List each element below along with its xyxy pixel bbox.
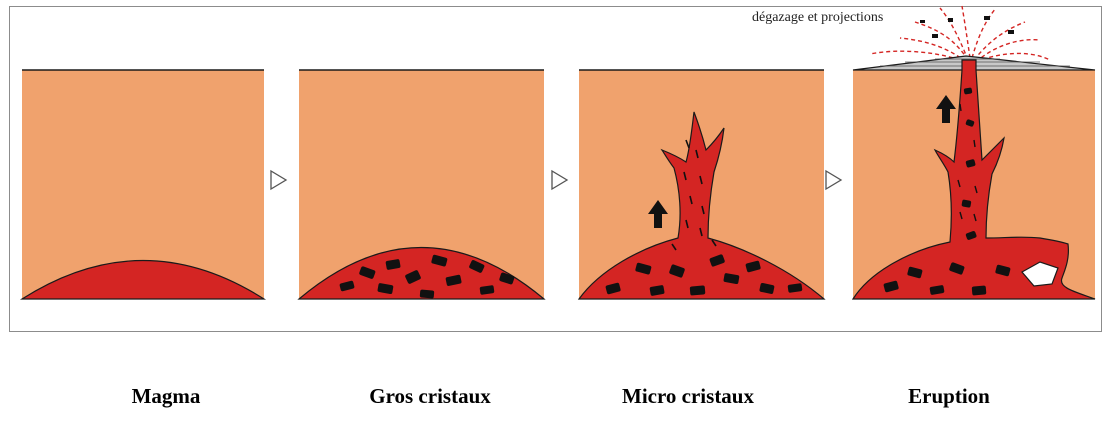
caption-gros-cristaux: Gros cristaux	[369, 384, 491, 409]
plume-line	[915, 22, 968, 60]
caption-eruption: Eruption	[908, 384, 990, 409]
panel-eruption	[853, 6, 1095, 299]
crystal	[420, 289, 435, 298]
caption-magma: Magma	[132, 384, 201, 409]
caption-micro-cristaux: Micro cristaux	[622, 384, 754, 409]
panel-micro-cristaux	[579, 70, 824, 299]
plume-line	[974, 22, 1025, 60]
gas-plume	[870, 6, 1050, 62]
panel-magma	[22, 70, 264, 299]
projection	[932, 34, 938, 38]
crystal	[972, 285, 987, 295]
projection	[920, 20, 925, 23]
triangle-right-outline-icon	[826, 171, 841, 189]
plume-line	[972, 8, 996, 58]
triangle-right-outline-icon	[271, 171, 286, 189]
crystal	[690, 285, 706, 295]
annotation-degazage: dégazage et projections	[752, 10, 883, 26]
plume-line	[962, 6, 970, 58]
projection	[1008, 30, 1014, 34]
panel-gros-cristaux	[299, 70, 544, 299]
triangle-right-outline-icon	[552, 171, 567, 189]
projection	[984, 16, 990, 20]
projection	[948, 18, 953, 22]
